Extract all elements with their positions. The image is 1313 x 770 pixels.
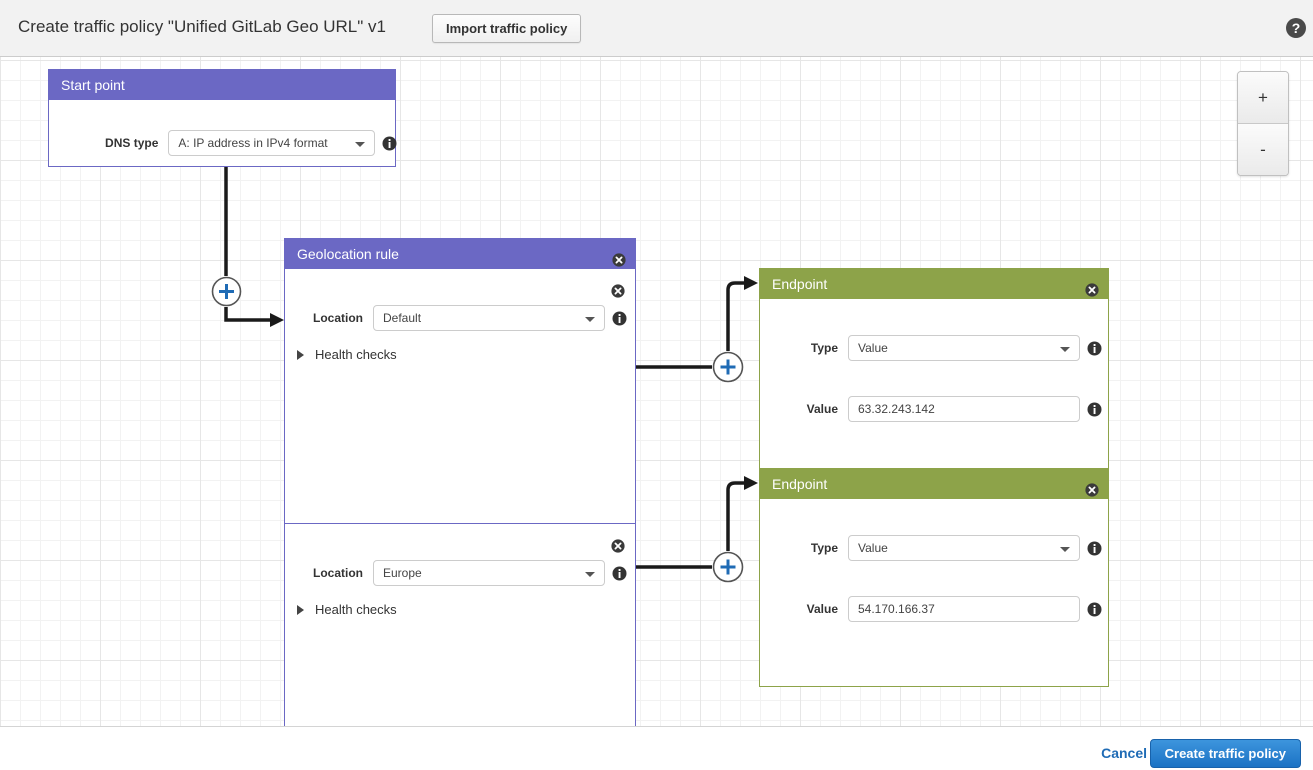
info-icon[interactable]	[1087, 541, 1102, 556]
close-circle-icon[interactable]	[611, 284, 625, 298]
endpoint-type-label: Type	[810, 341, 838, 355]
geolocation-rule-title: Geolocation rule	[297, 246, 399, 262]
geo-location-section-default: Location Default Heal	[285, 269, 635, 523]
triangle-right-icon[interactable]	[297, 604, 304, 615]
chevron-down-icon[interactable]	[1060, 347, 1070, 352]
health-checks-toggle-europe[interactable]: Health checks	[297, 602, 397, 617]
geo-section-divider	[285, 523, 635, 524]
close-circle-icon[interactable]	[612, 247, 626, 267]
location-select-default[interactable]: Default	[373, 305, 605, 331]
close-circle-icon[interactable]	[1085, 477, 1099, 497]
endpoint-type-row-1: Type Value	[760, 335, 1110, 361]
location-select-europe[interactable]: Europe	[373, 560, 605, 586]
policy-canvas[interactable]: Start point DNS type A: IP address in IP…	[0, 57, 1313, 726]
triangle-right-icon[interactable]	[297, 349, 304, 360]
dns-type-row: DNS type A: IP address in IPv4 format	[49, 130, 397, 156]
info-icon[interactable]	[612, 566, 627, 581]
cancel-button[interactable]: Cancel	[1101, 745, 1147, 761]
info-icon[interactable]	[1087, 602, 1102, 617]
endpoint-value-row-1: Value 63.32.243.142	[760, 396, 1110, 422]
endpoint-value-input-2[interactable]: 54.170.166.37	[848, 596, 1080, 622]
close-circle-icon[interactable]	[611, 539, 625, 553]
start-point-node[interactable]: Start point DNS type A: IP address in IP…	[48, 69, 397, 167]
endpoint-header-2: Endpoint	[760, 469, 1108, 499]
endpoint-type-row-2: Type Value	[760, 535, 1110, 561]
location-label: Location	[313, 566, 363, 580]
endpoint-value-label: Value	[806, 402, 838, 416]
info-icon[interactable]	[612, 311, 627, 326]
geolocation-rule-header: Geolocation rule	[285, 239, 635, 269]
dns-type-select[interactable]: A: IP address in IPv4 format	[168, 130, 375, 156]
info-icon[interactable]	[1087, 341, 1102, 356]
endpoint-type-value-2: Value	[858, 541, 888, 555]
geo-location-section-europe: Location Europe Healt	[285, 524, 635, 722]
health-checks-label: Health checks	[315, 347, 397, 362]
chevron-down-icon[interactable]	[1060, 547, 1070, 552]
chevron-down-icon[interactable]	[355, 142, 365, 147]
location-value-default: Default	[383, 311, 422, 325]
info-icon[interactable]	[382, 136, 397, 151]
help-circle-icon[interactable]: ?	[1285, 17, 1307, 39]
top-header-bar: Create traffic policy "Unified GitLab Ge…	[0, 0, 1313, 57]
endpoint-value-row-2: Value 54.170.166.37	[760, 596, 1110, 622]
endpoint-type-label: Type	[810, 541, 838, 555]
location-label: Location	[313, 311, 363, 325]
page-title: Create traffic policy "Unified GitLab Ge…	[18, 17, 386, 36]
connector-start-to-rule[interactable]	[211, 276, 242, 307]
endpoint-title-2: Endpoint	[772, 476, 828, 492]
geolocation-rule-node[interactable]: Geolocation rule Location	[284, 238, 636, 726]
location-row-default: Location Default	[285, 305, 635, 331]
zoom-controls[interactable]: + -	[1237, 71, 1289, 176]
endpoint-value-input-1[interactable]: 63.32.243.142	[848, 396, 1080, 422]
endpoint-type-select-2[interactable]: Value	[848, 535, 1080, 561]
import-traffic-policy-button[interactable]: Import traffic policy	[432, 14, 582, 43]
connector-rule-to-endpoint-1[interactable]	[712, 351, 744, 383]
svg-text:?: ?	[1292, 20, 1301, 36]
endpoint-node-1[interactable]: Endpoint Type Value	[759, 268, 1109, 487]
connector-rule-to-endpoint-2[interactable]	[712, 551, 744, 583]
info-icon[interactable]	[1087, 402, 1102, 417]
zoom-in-button[interactable]: +	[1238, 72, 1288, 123]
zoom-out-button[interactable]: -	[1238, 123, 1288, 175]
location-value-europe: Europe	[383, 566, 422, 580]
endpoint-node-2[interactable]: Endpoint Type Value	[759, 468, 1109, 687]
start-point-header: Start point	[49, 70, 395, 100]
health-checks-label: Health checks	[315, 602, 397, 617]
endpoint-type-value-1: Value	[858, 341, 888, 355]
location-row-europe: Location Europe	[285, 560, 635, 586]
start-point-title: Start point	[61, 77, 125, 93]
chevron-down-icon[interactable]	[585, 317, 595, 322]
endpoint-header-1: Endpoint	[760, 269, 1108, 299]
endpoint-type-select-1[interactable]: Value	[848, 335, 1080, 361]
create-traffic-policy-button[interactable]: Create traffic policy	[1149, 739, 1301, 768]
health-checks-toggle-default[interactable]: Health checks	[297, 347, 397, 362]
chevron-down-icon[interactable]	[585, 572, 595, 577]
dns-type-label: DNS type	[105, 136, 159, 150]
close-circle-icon[interactable]	[1085, 277, 1099, 297]
endpoint-value-label: Value	[806, 602, 838, 616]
bottom-action-bar: Cancel Create traffic policy	[0, 726, 1313, 770]
endpoint-title-1: Endpoint	[772, 276, 828, 292]
dns-type-value: A: IP address in IPv4 format	[178, 136, 328, 150]
